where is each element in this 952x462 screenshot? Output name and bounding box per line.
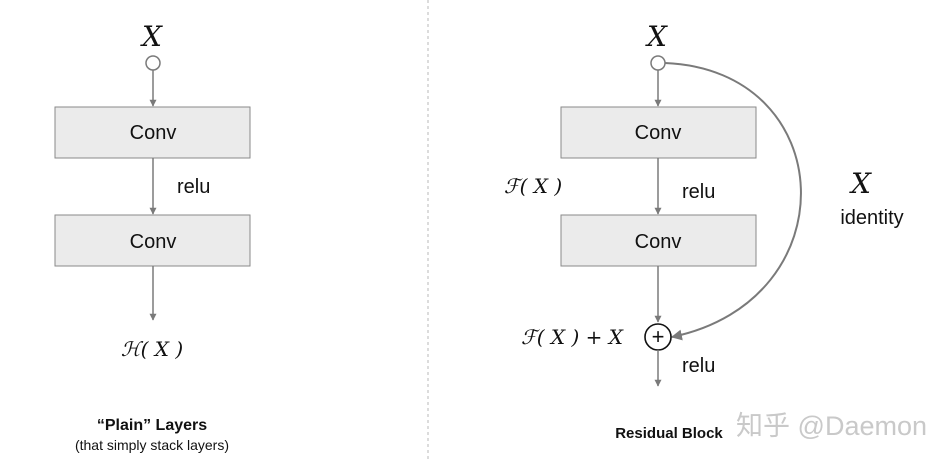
plain-input-node xyxy=(145,55,161,71)
plain-relu-label: relu xyxy=(177,176,210,198)
plus-icon: + xyxy=(652,324,665,349)
plain-output-label: ℋ( X ) xyxy=(121,337,183,361)
residual-panel: X Conv ℱ( X ) relu Conv X identity + ℱ( … xyxy=(504,20,904,442)
residual-conv1-label: Conv xyxy=(635,122,682,144)
residual-sum-label: ℱ( X ) + X xyxy=(521,325,624,349)
plain-subtitle: (that simply stack layers) xyxy=(75,437,229,453)
plain-conv1-label: Conv xyxy=(130,122,177,144)
residual-title: Residual Block xyxy=(615,425,723,442)
plain-title: “Plain” Layers xyxy=(97,417,207,434)
residual-f-label: ℱ( X ) xyxy=(504,174,562,198)
residual-out-relu-label: relu xyxy=(682,355,715,377)
identity-label: identity xyxy=(840,207,903,229)
identity-x-label: X xyxy=(849,167,872,200)
plain-panel: X Conv relu Conv ℋ( X ) “Plain” Layers (… xyxy=(54,20,251,453)
plain-conv1-box xyxy=(54,106,251,159)
plain-conv2-label: Conv xyxy=(130,231,177,253)
residual-input-label: X xyxy=(645,20,668,53)
watermark-text: 知乎 @Daemon xyxy=(736,411,927,441)
plain-input-label: X xyxy=(140,20,163,53)
residual-relu-label: relu xyxy=(682,181,715,203)
residual-input-node xyxy=(650,55,666,71)
residual-conv2-label: Conv xyxy=(635,231,682,253)
identity-skip-arrow xyxy=(664,62,802,341)
